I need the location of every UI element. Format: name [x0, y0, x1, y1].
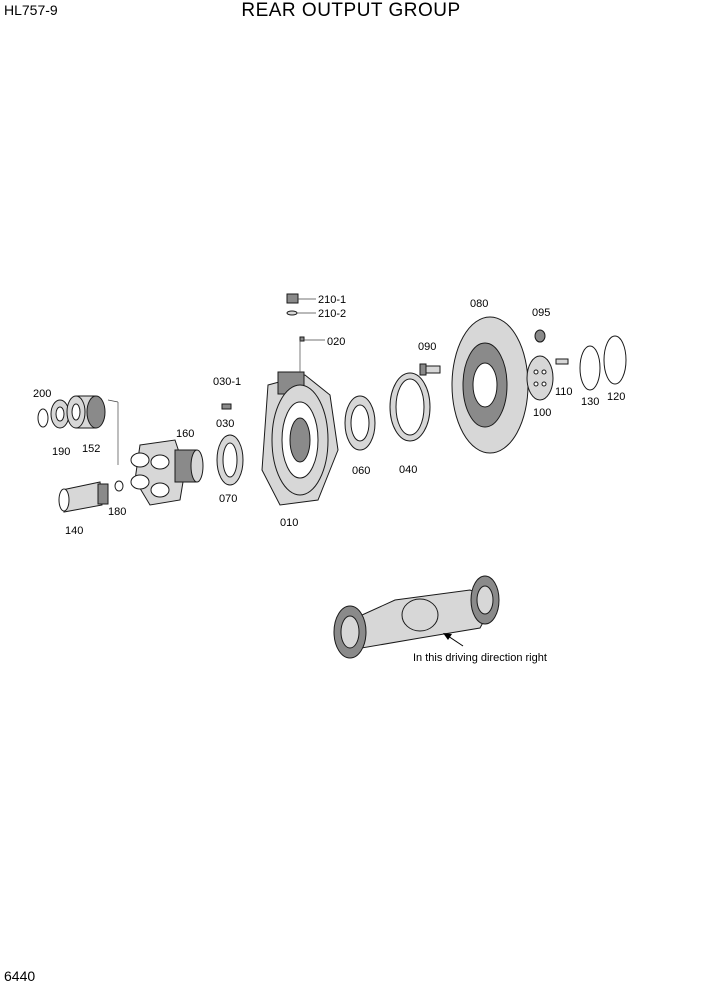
part-110-screw[interactable] — [555, 358, 569, 365]
callout-180: 180 — [108, 506, 126, 518]
part-010-housing[interactable] — [261, 371, 339, 506]
part-180-ring[interactable] — [114, 480, 124, 492]
axle-direction-note: In this driving direction right — [413, 652, 547, 664]
callout-010: 010 — [280, 517, 298, 529]
part-130-o-ring[interactable] — [579, 345, 601, 391]
callout-200: 200 — [33, 388, 51, 400]
part-030-plug[interactable] — [221, 403, 232, 410]
callout-210-1: 210-1 — [318, 294, 346, 306]
part-140-shaft[interactable] — [58, 481, 109, 513]
page-title: REAR OUTPUT GROUP — [241, 0, 461, 21]
part-060-bearing[interactable] — [344, 395, 376, 451]
callout-095: 095 — [532, 307, 550, 319]
page-number: 6440 — [4, 968, 36, 984]
part-040-ring[interactable] — [389, 372, 431, 442]
callout-110: 110 — [555, 386, 573, 398]
callout-190: 190 — [52, 446, 70, 458]
axle-inset-illustration — [333, 575, 500, 659]
callout-100: 100 — [533, 407, 551, 419]
callout-210-2: 210-2 — [318, 308, 346, 320]
callout-070: 070 — [219, 493, 237, 505]
callout-060: 060 — [352, 465, 370, 477]
part-080-hub[interactable] — [451, 316, 529, 454]
callout-152: 152 — [82, 443, 100, 455]
part-152-gear[interactable] — [66, 395, 106, 429]
callout-120: 120 — [607, 391, 625, 403]
part-100-cover[interactable] — [526, 355, 554, 401]
callout-030: 030 — [216, 418, 234, 430]
callout-160: 160 — [176, 428, 194, 440]
model-code: HL757-9 — [4, 2, 58, 18]
callout-030-1: 030-1 — [213, 376, 241, 388]
callout-140: 140 — [65, 525, 83, 537]
callout-130: 130 — [581, 396, 599, 408]
part-070-seal[interactable] — [216, 434, 244, 486]
part-095-nut[interactable] — [534, 329, 546, 343]
direction-arrow — [443, 633, 464, 647]
part-090-bolt[interactable] — [419, 363, 441, 376]
callout-020: 020 — [327, 336, 345, 348]
callout-040: 040 — [399, 464, 417, 476]
part-190-bearing[interactable] — [50, 399, 70, 429]
part-160-planet-carrier[interactable] — [130, 439, 204, 506]
callout-090: 090 — [418, 341, 436, 353]
part-200-snap-ring[interactable] — [37, 408, 49, 428]
callout-080: 080 — [470, 298, 488, 310]
leader-lines — [107, 298, 325, 465]
part-210-breather[interactable] — [286, 293, 305, 342]
part-120-ring[interactable] — [603, 335, 627, 385]
